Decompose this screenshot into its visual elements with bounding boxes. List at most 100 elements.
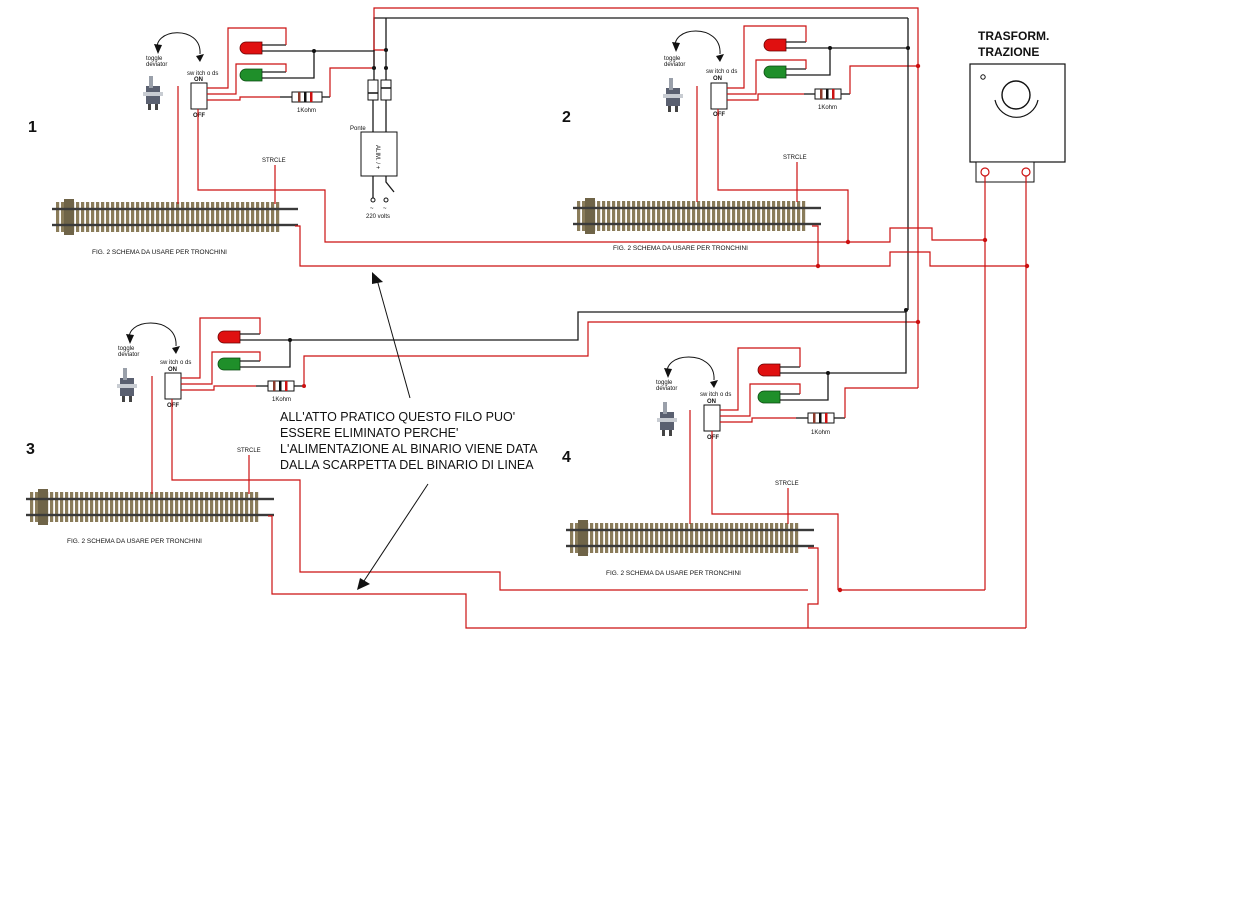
switch-body <box>164 372 182 400</box>
track-tie <box>590 523 594 553</box>
figure-caption: FIG. 2 SCHEMA DA USARE PER TRONCHINI <box>613 245 748 252</box>
track-tie <box>120 492 124 522</box>
track-tie <box>790 523 794 553</box>
switch-label: sw itch o ds <box>160 360 191 366</box>
resistor-label: 1Kohm <box>811 430 830 436</box>
track-tie <box>166 202 170 232</box>
track-tie <box>185 492 189 522</box>
track-tie <box>667 201 671 231</box>
track-tie <box>717 201 721 231</box>
track-tie <box>90 492 94 522</box>
track-tie <box>105 492 109 522</box>
track-tie <box>101 202 105 232</box>
track-tie <box>171 202 175 232</box>
track-tie <box>622 201 626 231</box>
track-tie <box>660 523 664 553</box>
track-tie <box>645 523 649 553</box>
track-tie <box>575 523 579 553</box>
wire <box>807 547 819 628</box>
track-tie <box>600 523 604 553</box>
junction-dot <box>828 46 832 50</box>
switch-label: sw itch o ds <box>187 71 218 77</box>
track-tie <box>722 201 726 231</box>
track-tie <box>697 201 701 231</box>
bridge-label: Ponte <box>350 126 366 132</box>
sensor-label: STRCLE <box>262 158 286 164</box>
wire <box>295 225 816 267</box>
junction-dot <box>915 63 921 69</box>
track-tie <box>767 201 771 231</box>
track-tie <box>145 492 149 522</box>
led-green-icon <box>239 68 286 82</box>
sensor-label: STRCLE <box>237 448 261 454</box>
track-tie <box>266 202 270 232</box>
track-tie <box>625 523 629 553</box>
track-tie <box>597 201 601 231</box>
track-tie <box>595 523 599 553</box>
track-tie <box>735 523 739 553</box>
track-tie <box>195 492 199 522</box>
track-tie <box>65 492 69 522</box>
track-tie <box>170 492 174 522</box>
track-tie <box>610 523 614 553</box>
wire <box>286 17 908 52</box>
track-tie <box>271 202 275 232</box>
wire <box>270 479 808 591</box>
track-tie <box>745 523 749 553</box>
arrow-line <box>375 275 411 399</box>
track-tie <box>747 201 751 231</box>
track-tie <box>130 492 134 522</box>
track-tie <box>700 523 704 553</box>
resistor-icon <box>256 380 304 392</box>
wire <box>808 227 985 243</box>
wire <box>812 225 819 266</box>
switch-off-label: OFF <box>707 435 719 441</box>
switch-on-label: ON <box>713 76 722 82</box>
track-tie <box>251 202 255 232</box>
track-tie <box>782 201 786 231</box>
track-tie <box>775 523 779 553</box>
wire <box>207 63 287 95</box>
knob-scale-icon <box>994 99 1039 118</box>
wire <box>373 7 919 66</box>
section-number-1: 1 <box>28 119 37 136</box>
toggle-switch-icon <box>663 78 683 112</box>
track-tie <box>727 201 731 231</box>
track-tie <box>56 202 60 232</box>
track-tie <box>582 201 586 231</box>
rail <box>52 223 298 227</box>
track-tie <box>131 202 135 232</box>
junction-dot <box>288 338 292 342</box>
wire <box>260 311 906 341</box>
track-tie <box>777 201 781 231</box>
resistor-label: 1Kohm <box>297 108 316 114</box>
track-tie <box>245 492 249 522</box>
buffer-stop <box>38 489 48 525</box>
track-tie <box>135 492 139 522</box>
track-tie <box>201 202 205 232</box>
track-tie <box>216 202 220 232</box>
track-tie <box>705 523 709 553</box>
speed-knob-icon[interactable] <box>1001 80 1031 110</box>
track-tie <box>642 201 646 231</box>
wire <box>800 310 907 374</box>
track-tie <box>677 201 681 231</box>
junction-dot <box>826 371 830 375</box>
track-tie <box>692 201 696 231</box>
track-tie <box>111 202 115 232</box>
track-tie <box>675 523 679 553</box>
track-tie <box>770 523 774 553</box>
buffer-stop <box>585 198 595 234</box>
track-tie <box>605 523 609 553</box>
terminal-icon <box>980 167 990 177</box>
track-tie <box>50 492 54 522</box>
track-tie <box>176 202 180 232</box>
track-tie <box>126 202 130 232</box>
track-tie <box>637 201 641 231</box>
track-tie <box>250 492 254 522</box>
track-tie <box>720 523 724 553</box>
track-tie <box>762 201 766 231</box>
wire <box>818 251 1028 267</box>
arrow-head-icon <box>672 42 680 52</box>
